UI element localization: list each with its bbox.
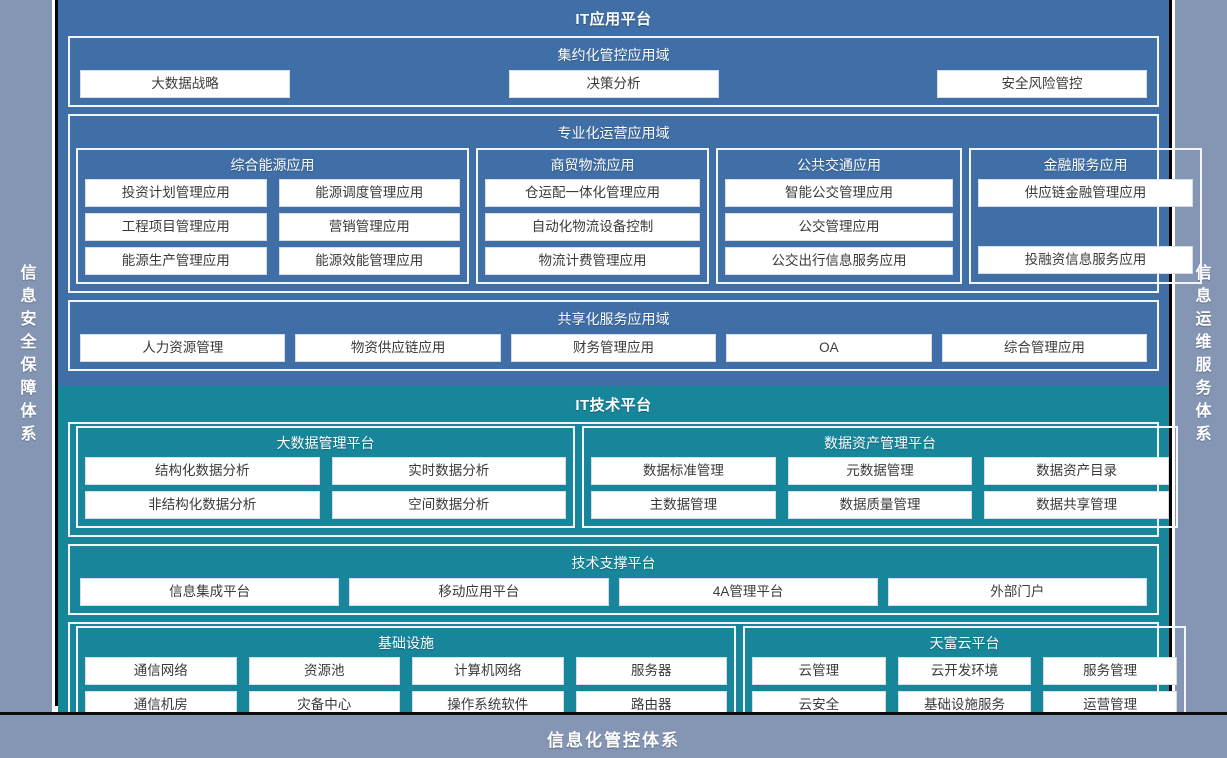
chip-data-asset-catalog[interactable]: 数据资产目录 [984,457,1169,485]
group-financial-service: 金融服务应用 供应链金融管理应用 投融资信息服务应用 [969,148,1202,284]
group-grid-public-transit: 智能公交管理应用 公交管理应用 公交出行信息服务应用 [725,179,953,275]
chip-server[interactable]: 服务器 [575,657,727,685]
domain-infrastructure: 基础设施 通信网络 资源池 计算机网络 服务器 通信机房 灾备中心 操作系统软件… [68,622,1186,737]
group-grid-data-asset: 数据标准管理 元数据管理 数据资产目录 主数据管理 数据质量管理 数据共享管理 [591,457,1169,519]
group-grid-tianfu-cloud: 云管理 云开发环境 服务管理 云安全 基础设施服务 运营管理 [752,657,1177,719]
chip-integrated-mgmt[interactable]: 综合管理应用 [941,334,1148,362]
group-public-transit: 公共交通应用 智能公交管理应用 公交管理应用 公交出行信息服务应用 [716,148,962,284]
chip-investment-financing-info-service[interactable]: 投融资信息服务应用 [978,246,1193,275]
chip-mobile-app-platform[interactable]: 移动应用平台 [349,578,609,606]
sidebar-security-system: 信息安全保障体系 [0,0,52,712]
domain-title-intensive-control: 集约化管控应用域 [557,47,670,63]
panel-title-it-technology-platform: IT技术平台 [575,397,652,414]
chip-finance-mgmt[interactable]: 财务管理应用 [510,334,717,362]
group-title-financial-service: 金融服务应用 [1043,157,1128,173]
chip-4a-management-platform[interactable]: 4A管理平台 [618,578,878,606]
chip-cloud-management[interactable]: 云管理 [752,657,886,685]
chip-investment-plan-mgmt[interactable]: 投资计划管理应用 [85,179,267,207]
group-title-integrated-energy: 综合能源应用 [230,157,315,173]
domain-specialized-operation: 专业化运营应用域 综合能源应用 投资计划管理应用 能源调度管理应用 工程项目管理… [68,114,1202,293]
chip-spatial-data-analysis[interactable]: 空间数据分析 [331,491,566,519]
platform-stack: IT应用平台 集约化管控应用域 大数据战略 决策分析 安全风险管控 专业化运营应… [55,0,1202,752]
chip-oa[interactable]: OA [726,334,932,362]
domain-title-specialized-operation: 专业化运营应用域 [557,125,670,141]
chip-row-shared-service: 人力资源管理 物资供应链应用 财务管理应用 OA 综合管理应用 [76,334,1151,362]
chip-communication-network[interactable]: 通信网络 [85,657,237,685]
group-trade-logistics: 商贸物流应用 仓运配一体化管理应用 自动化物流设备控制 物流计费管理应用 [476,148,709,284]
group-infrastructure: 基础设施 通信网络 资源池 计算机网络 服务器 通信机房 灾备中心 操作系统软件… [76,626,736,728]
chip-resource-pool[interactable]: 资源池 [248,657,400,685]
chip-hr-mgmt[interactable]: 人力资源管理 [80,334,286,362]
chip-realtime-data-analysis[interactable]: 实时数据分析 [331,457,566,485]
chip-security-risk-control[interactable]: 安全风险管控 [937,70,1147,98]
chip-data-quality-mgmt[interactable]: 数据质量管理 [787,491,973,519]
chip-external-portal[interactable]: 外部门户 [887,578,1147,606]
chip-info-integration-platform[interactable]: 信息集成平台 [80,578,340,606]
chip-big-data-strategy[interactable]: 大数据战略 [80,70,290,98]
domain-data-platforms: 大数据管理平台 结构化数据分析 实时数据分析 非结构化数据分析 空间数据分析 数… [68,422,1178,537]
chip-structured-data-analysis[interactable]: 结构化数据分析 [85,457,320,485]
group-title-trade-logistics: 商贸物流应用 [550,157,635,173]
group-data-asset-management-platform: 数据资产管理平台 数据标准管理 元数据管理 数据资产目录 主数据管理 数据质量管… [582,426,1178,528]
bottom-bar-governance-system: 信息化管控体系 [0,712,1227,758]
group-integrated-energy: 综合能源应用 投资计划管理应用 能源调度管理应用 工程项目管理应用 营销管理应用… [76,148,469,284]
chip-data-standard-mgmt[interactable]: 数据标准管理 [591,457,776,485]
chip-energy-production-mgmt[interactable]: 能源生产管理应用 [85,247,267,275]
chip-service-management[interactable]: 服务管理 [1043,657,1177,685]
chip-master-data-mgmt[interactable]: 主数据管理 [591,491,776,519]
group-title-data-asset-management-platform: 数据资产管理平台 [824,435,936,451]
chip-automated-logistics-equipment-control[interactable]: 自动化物流设备控制 [485,213,700,241]
panel-it-technology-platform: IT技术平台 大数据管理平台 结构化数据分析 实时数据分析 非结构化数据分析 空… [58,386,1186,752]
domain-intensive-control: 集约化管控应用域 大数据战略 决策分析 安全风险管控 [68,36,1159,107]
domain-shared-service: 共享化服务应用域 人力资源管理 物资供应链应用 财务管理应用 OA 综合管理应用 [68,300,1159,371]
chip-marketing-mgmt[interactable]: 营销管理应用 [278,213,460,241]
chip-bus-mgmt[interactable]: 公交管理应用 [725,213,953,241]
group-grid-integrated-energy: 投资计划管理应用 能源调度管理应用 工程项目管理应用 营销管理应用 能源生产管理… [85,179,460,275]
chip-cloud-dev-environment[interactable]: 云开发环境 [897,657,1032,685]
chip-computer-network[interactable]: 计算机网络 [412,657,564,685]
chip-engineering-project-mgmt[interactable]: 工程项目管理应用 [85,213,267,241]
domain-technical-support-platform: 技术支撑平台 信息集成平台 移动应用平台 4A管理平台 外部门户 [68,544,1159,615]
chip-decision-analysis[interactable]: 决策分析 [508,70,719,98]
chip-metadata-mgmt[interactable]: 元数据管理 [787,457,973,485]
groups-row-infrastructure: 基础设施 通信网络 资源池 计算机网络 服务器 通信机房 灾备中心 操作系统软件… [76,626,1186,728]
panel-it-application-platform: IT应用平台 集约化管控应用域 大数据战略 决策分析 安全风险管控 专业化运营应… [58,0,1202,386]
chip-unstructured-data-analysis[interactable]: 非结构化数据分析 [85,491,320,519]
domain-title-technical-support-platform: 技术支撑平台 [571,555,656,571]
chip-warehouse-transport-integrated[interactable]: 仓运配一体化管理应用 [485,179,700,207]
group-grid-financial-service: 供应链金融管理应用 投融资信息服务应用 [978,179,1193,275]
chip-data-sharing-mgmt[interactable]: 数据共享管理 [984,491,1169,519]
groups-row-data-platforms: 大数据管理平台 结构化数据分析 实时数据分析 非结构化数据分析 空间数据分析 数… [76,426,1178,528]
chip-logistics-billing-mgmt[interactable]: 物流计费管理应用 [485,247,700,275]
group-title-infrastructure: 基础设施 [378,635,434,651]
group-title-bigdata-management-platform: 大数据管理平台 [276,435,375,451]
chip-smart-bus-mgmt[interactable]: 智能公交管理应用 [725,179,953,207]
group-bigdata-management-platform: 大数据管理平台 结构化数据分析 实时数据分析 非结构化数据分析 空间数据分析 [76,426,575,528]
sidebar-ops-service-system-label: 信息运维服务体系 [1192,264,1210,448]
group-grid-infrastructure: 通信网络 资源池 计算机网络 服务器 通信机房 灾备中心 操作系统软件 路由器 [85,657,727,719]
group-title-tianfu-cloud-platform: 天富云平台 [929,635,1000,651]
chip-placeholder-financial [978,214,1193,240]
domain-title-shared-service: 共享化服务应用域 [557,311,670,327]
group-grid-bigdata: 结构化数据分析 实时数据分析 非结构化数据分析 空间数据分析 [85,457,566,519]
sidebar-security-system-label: 信息安全保障体系 [17,264,35,448]
chip-material-supply-chain[interactable]: 物资供应链应用 [295,334,501,362]
chip-supply-chain-finance-mgmt[interactable]: 供应链金融管理应用 [978,179,1193,207]
chip-row-intensive-control: 大数据战略 决策分析 安全风险管控 [76,70,1151,98]
chip-row-technical-support: 信息集成平台 移动应用平台 4A管理平台 外部门户 [76,578,1151,606]
sidebar-ops-service-system: 信息运维服务体系 [1175,0,1227,712]
chip-energy-dispatch-mgmt[interactable]: 能源调度管理应用 [278,179,460,207]
chip-bus-travel-info-service[interactable]: 公交出行信息服务应用 [725,247,953,275]
group-grid-trade-logistics: 仓运配一体化管理应用 自动化物流设备控制 物流计费管理应用 [485,179,700,275]
group-title-public-transit: 公共交通应用 [797,157,881,173]
panel-title-it-application-platform: IT应用平台 [575,11,652,28]
groups-row-specialized-operation: 综合能源应用 投资计划管理应用 能源调度管理应用 工程项目管理应用 营销管理应用… [76,148,1202,284]
chip-energy-efficiency-mgmt[interactable]: 能源效能管理应用 [278,247,460,275]
